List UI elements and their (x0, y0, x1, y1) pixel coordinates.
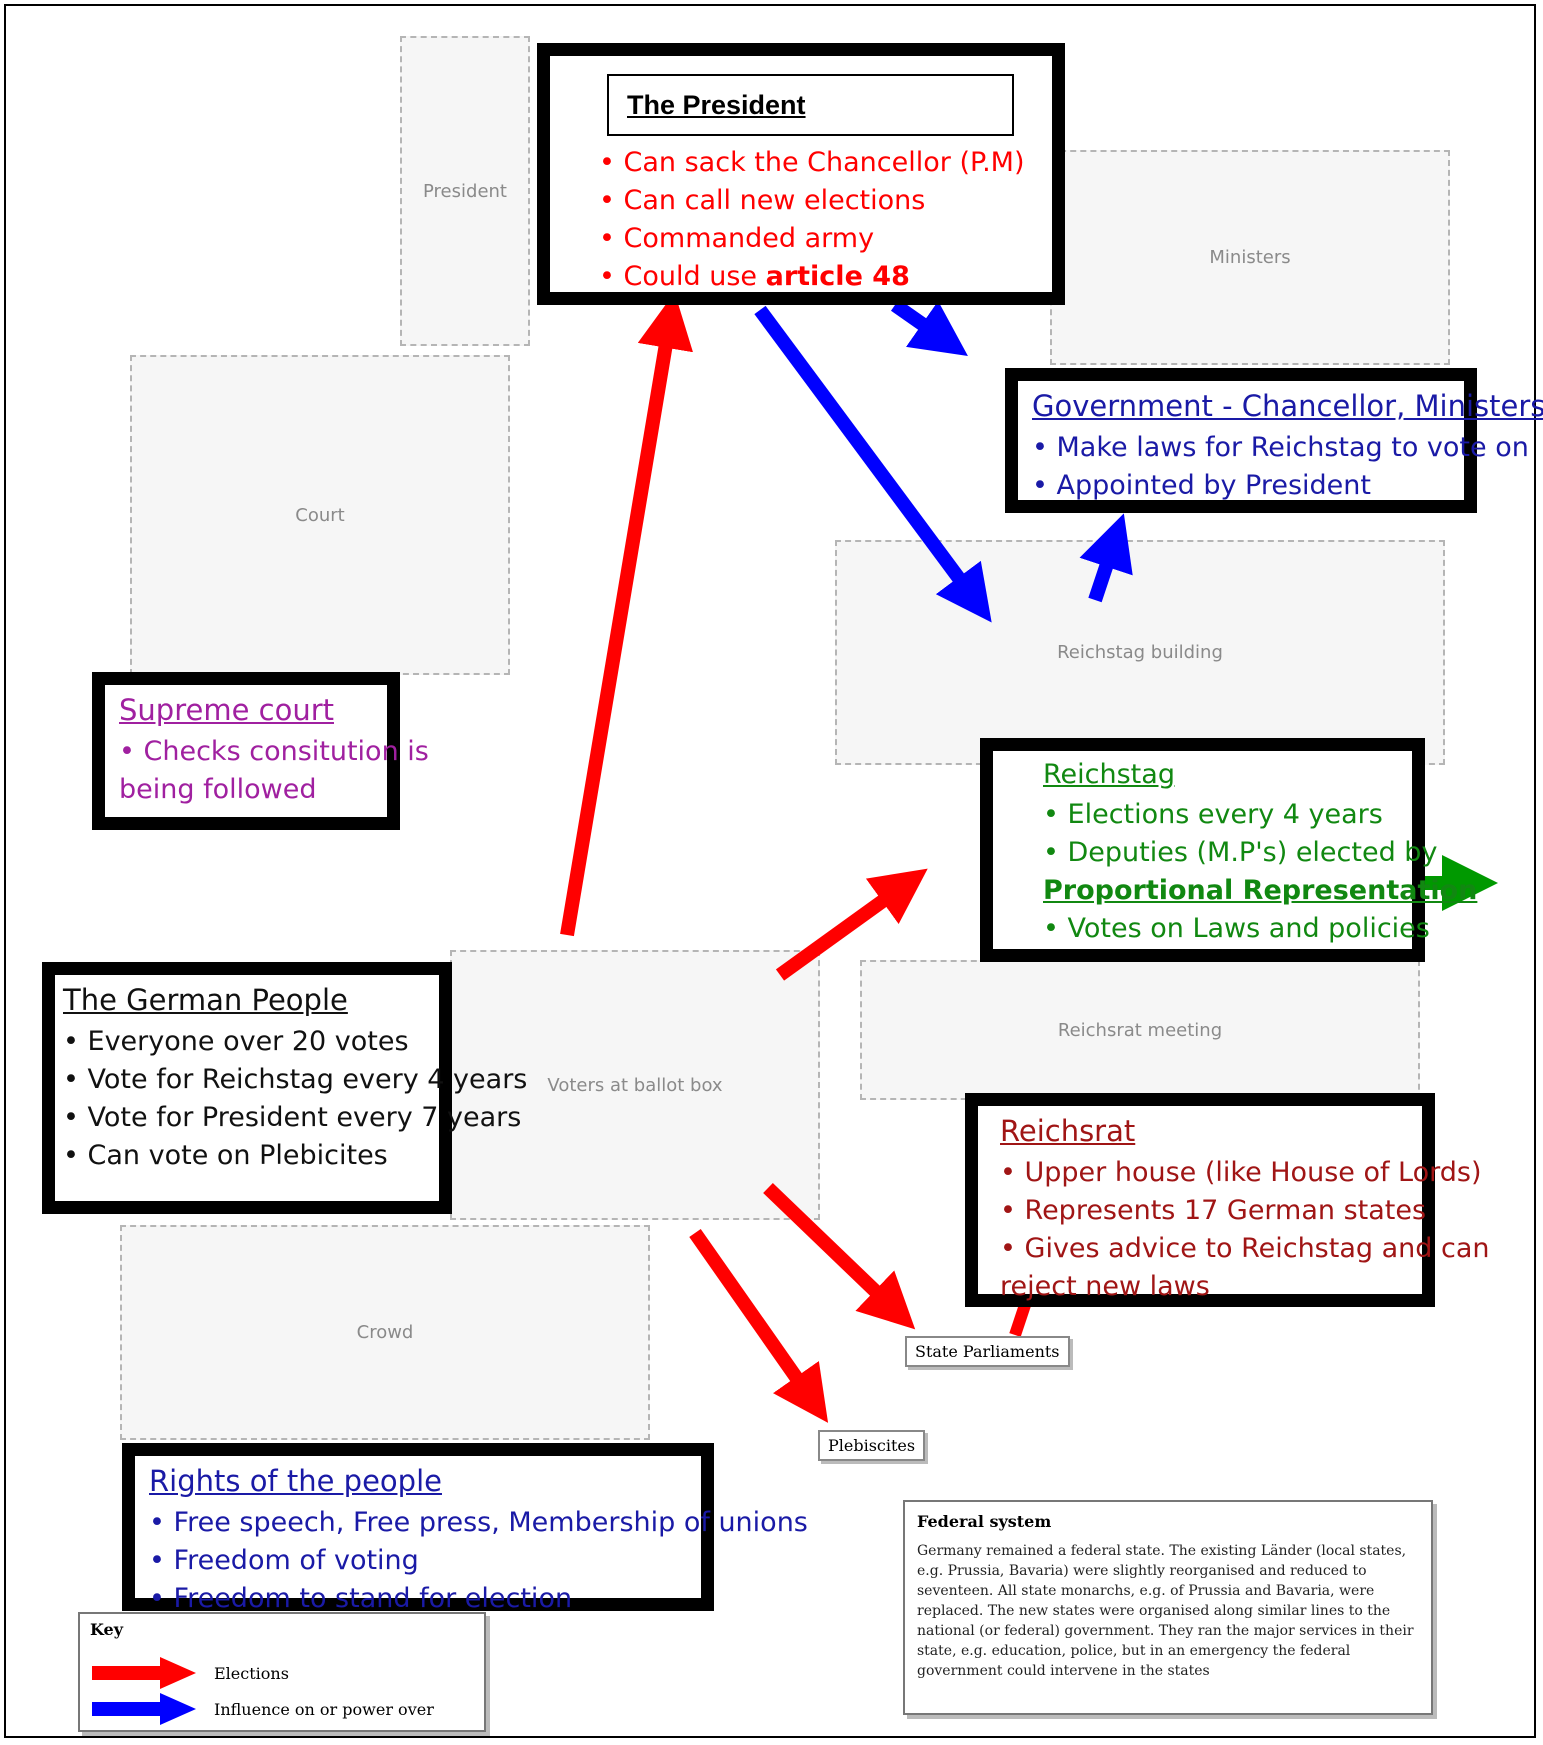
key-row-elections: Elections (90, 1656, 289, 1690)
arrow-president-to-government (890, 299, 968, 357)
rights-item: Free speech, Free press, Membership of u… (149, 1504, 808, 1542)
council-illustration: Reichsrat meeting (860, 960, 1420, 1100)
rights-list: Free speech, Free press, Membership of u… (149, 1504, 808, 1618)
reichsrat-title: Reichsrat (1000, 1114, 1136, 1148)
key-row-influence: Influence on or power over (90, 1692, 434, 1726)
president-illustration: President (400, 36, 530, 346)
arrow-state-parliaments-to-reichsrat (1009, 1303, 1031, 1337)
court-illustration: Court (130, 355, 510, 675)
supreme-court-item-cont: being followed (119, 774, 317, 805)
german-people-item: Vote for President every 7 years (63, 1099, 522, 1137)
german-people-item: Can vote on Plebicites (63, 1137, 425, 1175)
german-people-item: Everyone over 20 votes (63, 1023, 425, 1061)
german-people-box: The German People Everyone over 20 votes… (42, 962, 528, 1214)
key-elections-label: Elections (214, 1663, 289, 1683)
government-item: Make laws for Reichstag to vote on (1032, 429, 1529, 467)
page-frame (4, 4, 1536, 1738)
president-item: Commanded army (599, 220, 1038, 258)
plebiscites-label: Plebiscites (818, 1430, 926, 1461)
article-48: article 48 (765, 261, 910, 292)
arrow-people-to-state-parliaments (763, 1182, 916, 1330)
president-title: The President (627, 89, 806, 120)
reichstag-list: Elections every 4 years Deputies (M.P's)… (1043, 796, 1478, 948)
president-item: Could use article 48 (599, 258, 1038, 296)
arrow-people-to-president (560, 292, 693, 937)
government-box: Government - Chancellor, Ministers Make … (1005, 368, 1543, 513)
federal-system-box: Federal system Germany remained a federa… (903, 1500, 1433, 1715)
reichsrat-item: Upper house (like House of Lords) (1000, 1154, 1482, 1192)
arrow-reichstag-to-government (1079, 513, 1133, 603)
supreme-court-title: Supreme court (119, 693, 334, 727)
arrow-president-to-reichstag (754, 305, 992, 623)
reichsrat-item: Gives advice to Reichstag and can (1000, 1230, 1490, 1268)
key-title: Key (90, 1620, 124, 1639)
supreme-court-list: Checks consitution is being followed (119, 733, 429, 809)
german-people-title: The German People (63, 983, 348, 1017)
elections-arrow-icon (92, 1657, 196, 1689)
government-title: Government - Chancellor, Ministers (1032, 389, 1543, 423)
government-list: Make laws for Reichstag to vote on Appoi… (1032, 429, 1529, 505)
president-item: Can call new elections (599, 182, 1038, 220)
key-influence-label: Influence on or power over (214, 1699, 434, 1719)
influence-arrow-icon (92, 1693, 196, 1725)
reichstag-item: Deputies (M.P's) elected by (1043, 834, 1438, 872)
rights-item: Freedom to stand for election (149, 1580, 687, 1618)
voting-illustration: Voters at ballot box (450, 950, 820, 1220)
president-item: Can sack the Chancellor (P.M) (599, 144, 1038, 182)
reichstag-item: Votes on Laws and policies (1043, 910, 1430, 948)
arrow-people-to-reichstag (775, 868, 928, 981)
crowd-illustration: Crowd (120, 1225, 650, 1440)
federal-system-text: Germany remained a federal state. The ex… (917, 1543, 1414, 1679)
government-item: Appointed by President (1032, 467, 1450, 505)
reichstag-title: Reichstag (1043, 759, 1175, 790)
federal-system-title: Federal system (917, 1512, 1052, 1531)
rights-item: Freedom of voting (149, 1542, 687, 1580)
ministers-illustration: Ministers (1050, 150, 1450, 365)
supreme-court-box: Supreme court Checks consitution is bein… (92, 672, 429, 830)
reichsrat-item: Represents 17 German states (1000, 1192, 1427, 1230)
proportional-representation: Proportional Representation (1043, 875, 1478, 906)
supreme-court-item: Checks consitution is (119, 733, 429, 771)
reichsrat-box: Reichsrat Upper house (like House of Lor… (965, 1093, 1490, 1307)
german-people-list: Everyone over 20 votes Vote for Reichsta… (63, 1023, 528, 1175)
president-list: Can sack the Chancellor (P.M) Can call n… (599, 144, 1038, 296)
state-parliaments-label: State Parliaments (905, 1336, 1070, 1367)
president-item-prefix: Could use (623, 261, 766, 292)
reichsrat-item-cont: reject new laws (1000, 1271, 1210, 1302)
arrow-people-to-plebiscites (689, 1228, 829, 1423)
reichsrat-list: Upper house (like House of Lords) Repres… (1000, 1154, 1490, 1306)
reichstag-item: Elections every 4 years (1043, 796, 1398, 834)
reichstag-box: Reichstag Elections every 4 years Deputi… (980, 738, 1478, 962)
rights-box: Rights of the people Free speech, Free p… (122, 1443, 808, 1614)
rights-title: Rights of the people (149, 1464, 442, 1498)
key-box: Key Elections Influence on or power over (78, 1612, 486, 1732)
president-title-frame: The President (607, 74, 1014, 136)
president-box: The President Can sack the Chancellor (P… (537, 43, 1065, 305)
german-people-item: Vote for Reichstag every 4 years (63, 1061, 528, 1099)
